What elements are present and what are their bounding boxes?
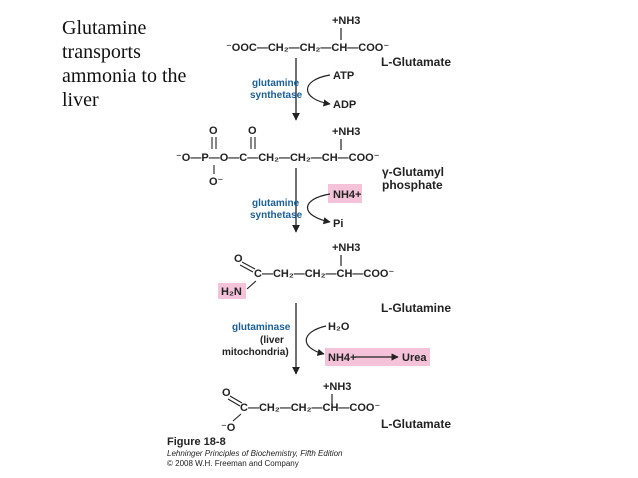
highlight-box — [218, 283, 246, 299]
molecule-glutamate-top: +NH3 ⁻OOC—CH₂—CH₂—CH—COO⁻ L-Glutamate — [226, 15, 451, 69]
glutamine-name: L-Glutamine — [381, 301, 451, 315]
amide-label: H₂N — [221, 286, 242, 298]
bond-line — [227, 398, 241, 407]
side-arrow — [305, 325, 327, 356]
molecule-glutamine: +NH3 O C—CH₂—CH₂—CH—COO⁻ H₂N L-Glutamine — [218, 242, 451, 315]
bond-line — [239, 264, 254, 273]
enzyme-location: mitochondria) — [222, 347, 289, 358]
oxygen-label: O — [248, 125, 257, 137]
slide-title: Glutamine transports ammonia to the live… — [62, 17, 187, 111]
oxygen-label: O — [209, 125, 218, 137]
ammonium-label: +NH3 — [323, 381, 351, 393]
reaction-step-1: glutamine synthetase ATP ADP — [250, 58, 356, 121]
ammonium-out: NH4+ — [328, 352, 356, 364]
figure-number: Figure 18-8 — [167, 436, 226, 448]
glutamyl-phosphate-name: γ-Glutamyl — [382, 165, 444, 179]
enzyme-label: glutaminase — [232, 322, 291, 333]
reaction-step-2: glutamine synthetase NH4+ Pi — [250, 168, 362, 233]
copyright-line: © 2008 W.H. Freeman and Company — [167, 459, 299, 468]
glutamyl-phosphate-name: phosphate — [382, 178, 443, 192]
ammonium-label: +NH3 — [332, 242, 360, 254]
enzyme-label: glutamine — [252, 78, 300, 89]
urea-label: Urea — [402, 352, 427, 364]
glutamyl-phosphate-chain: ⁻O—P—O—C—CH₂—CH₂—CH—COO⁻ — [176, 152, 380, 164]
glutamate-name: L-Glutamate — [381, 55, 451, 69]
bond-line — [241, 261, 256, 270]
bond-line — [232, 413, 242, 422]
cofactor-in: ATP — [333, 70, 354, 82]
glutamate-chain: ⁻OOC—CH₂—CH₂—CH—COO⁻ — [226, 42, 389, 54]
molecule-glutamyl-phosphate: +NH3 O O ⁻O—P—O—C—CH₂—CH₂—CH—COO⁻ O⁻ γ-G… — [176, 125, 444, 192]
bond-line — [229, 395, 243, 404]
bond-line — [246, 280, 257, 290]
enzyme-label: glutamine — [252, 198, 300, 209]
phosphate-out: Pi — [333, 218, 343, 230]
glutamine-chain: C—CH₂—CH₂—CH—COO⁻ — [254, 268, 394, 280]
ammonium-label: +NH3 — [332, 126, 360, 138]
glutamate-chain: C—CH₂—CH₂—CH—COO⁻ — [240, 402, 380, 414]
glutamate-name: L-Glutamate — [381, 417, 451, 431]
enzyme-label: synthetase — [250, 90, 303, 101]
water-in: H₂O — [328, 321, 350, 333]
side-arrow — [307, 193, 331, 225]
cofactor-out: ADP — [333, 99, 356, 111]
enzyme-location: (liver — [260, 335, 284, 346]
enzyme-label: synthetase — [250, 210, 303, 221]
figure-caption: Figure 18-8 Lehninger Principles of Bioc… — [167, 436, 343, 468]
ammonium-in: NH4+ — [333, 189, 361, 201]
oxide-label: O⁻ — [209, 176, 224, 188]
ammonium-label: +NH3 — [332, 15, 360, 27]
book-title: Lehninger Principles of Biochemistry, Fi… — [167, 449, 343, 458]
oxygen-label: O — [222, 387, 231, 399]
oxide-label: ⁻O — [221, 422, 236, 434]
oxygen-label: O — [234, 253, 243, 265]
molecule-glutamate-bottom: +NH3 O C—CH₂—CH₂—CH—COO⁻ ⁻O L-Glutamate — [221, 381, 451, 434]
reaction-step-3: glutaminase (liver mitochondria) H₂O NH4… — [222, 303, 430, 375]
highlight-box — [328, 184, 362, 203]
side-arrow — [307, 74, 331, 107]
